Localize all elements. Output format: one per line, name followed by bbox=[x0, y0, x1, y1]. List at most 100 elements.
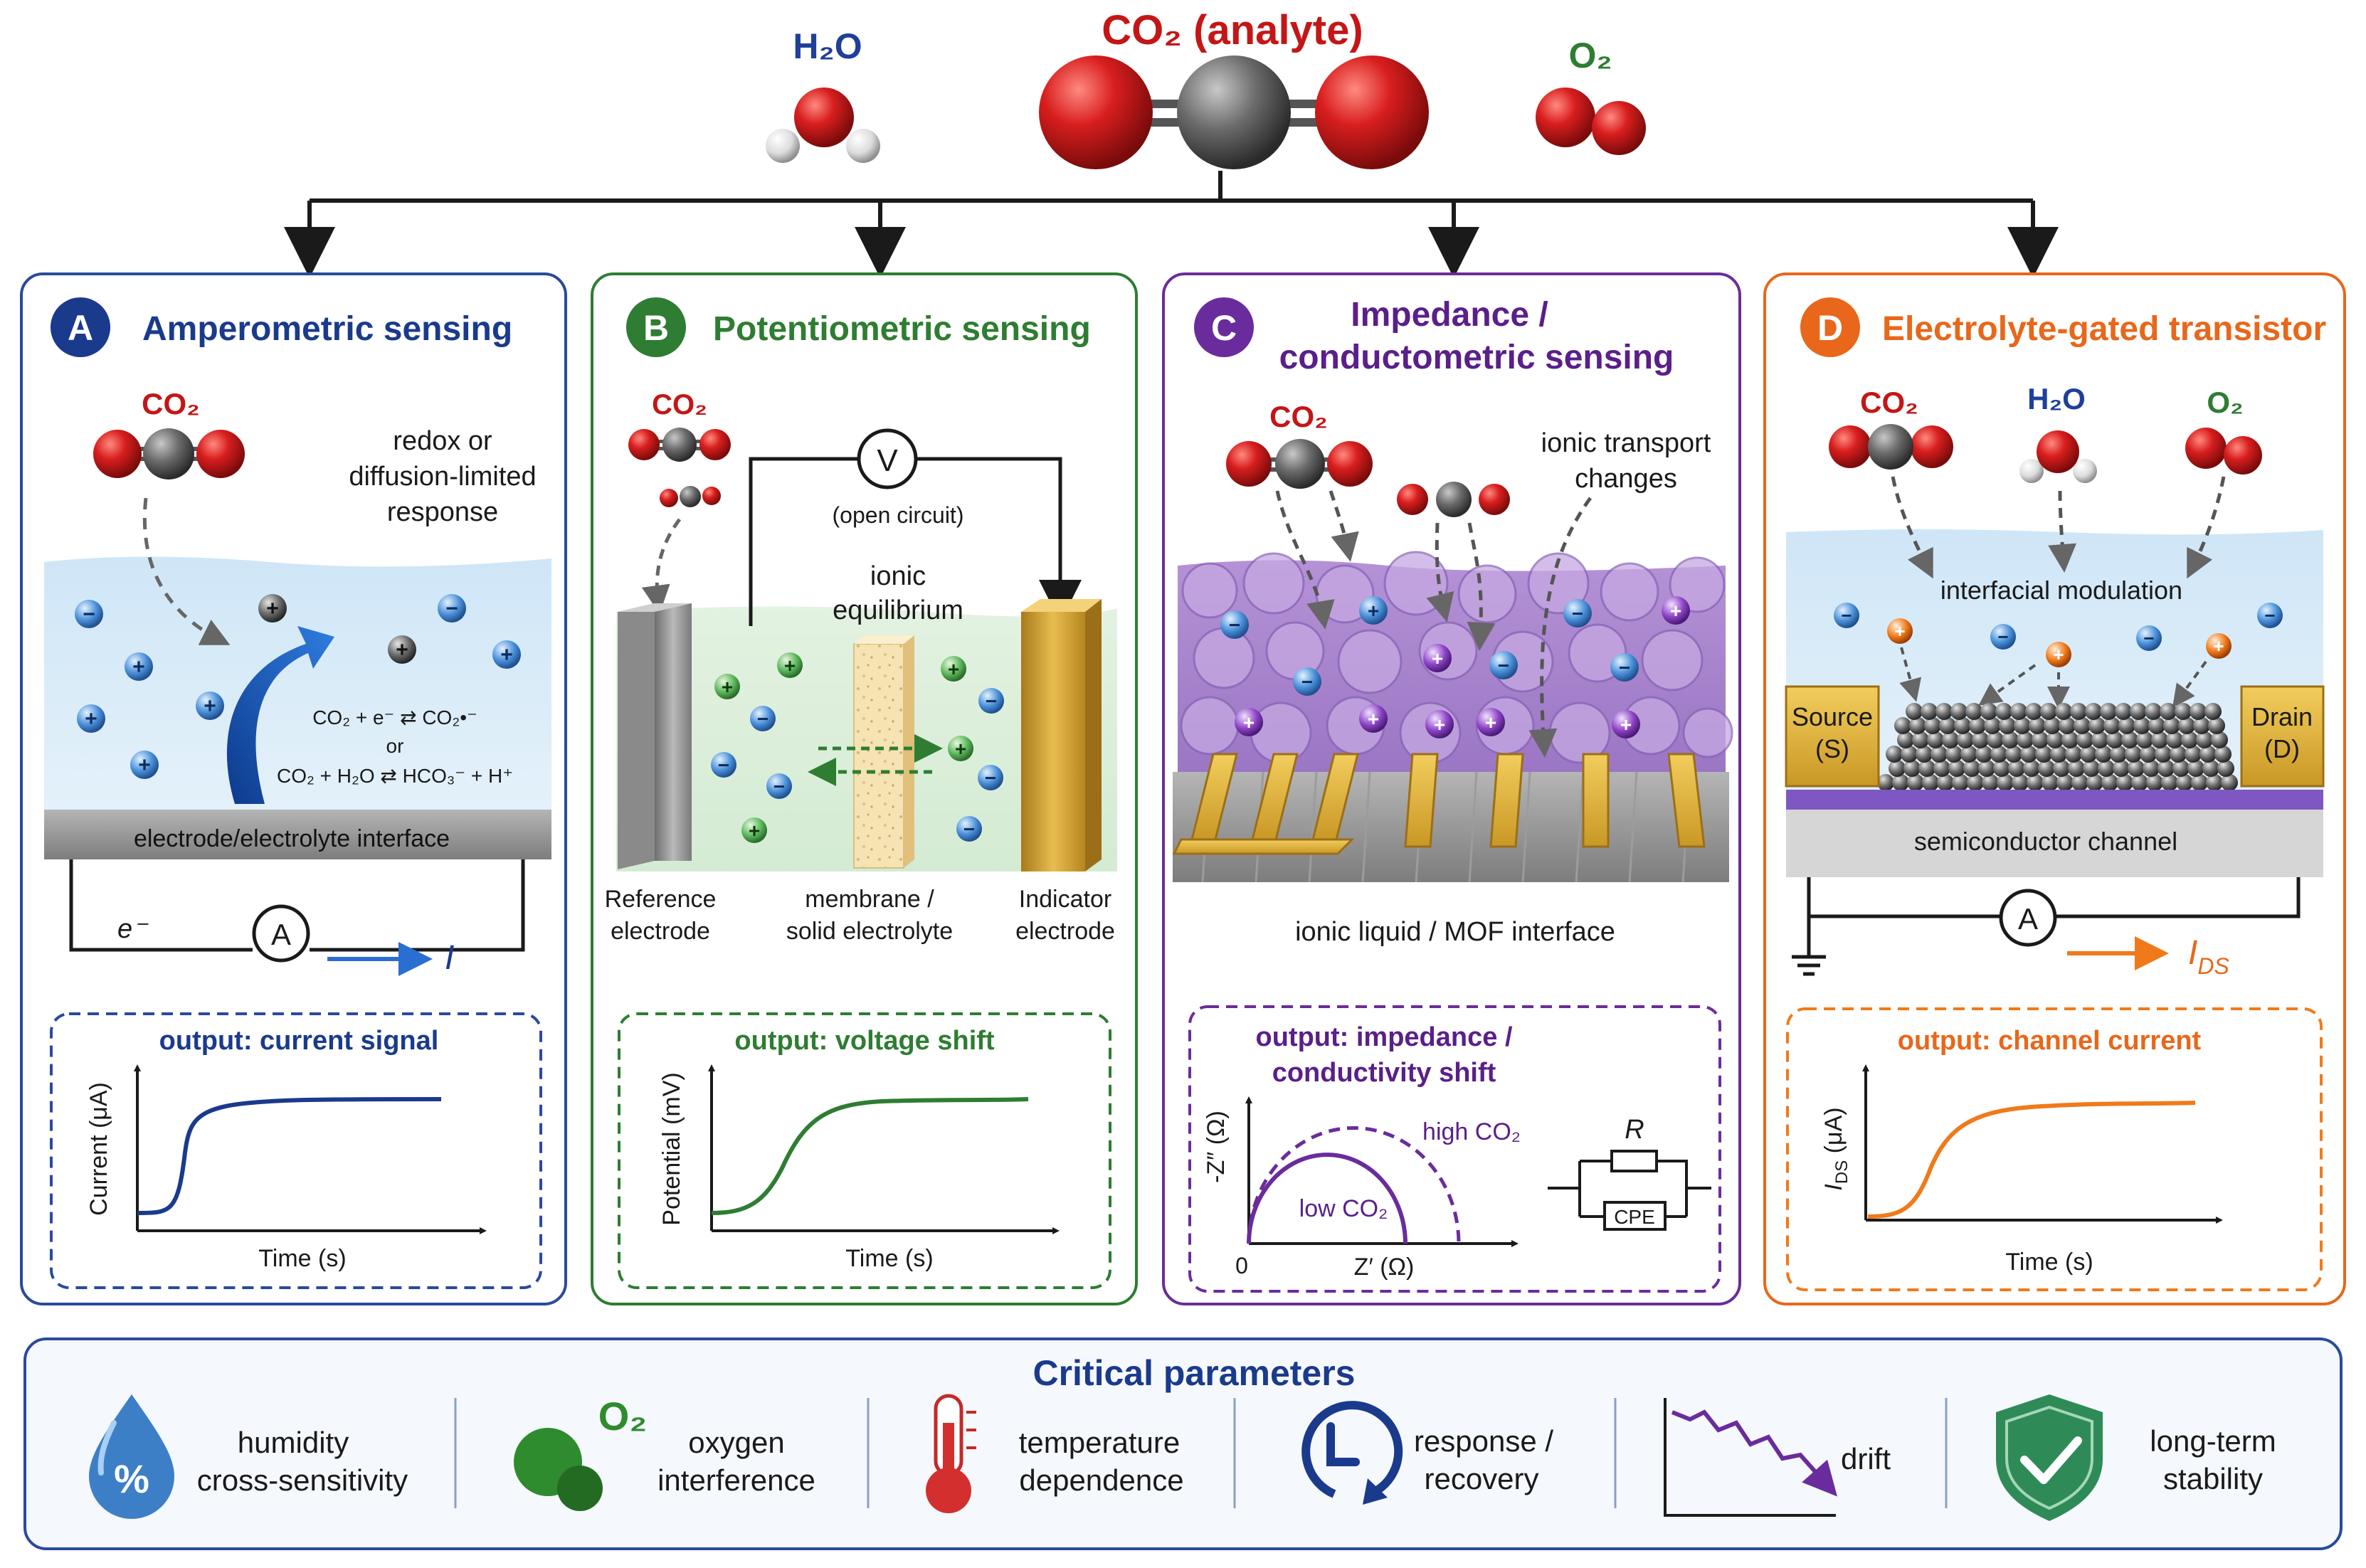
channel-particle bbox=[1927, 731, 1944, 748]
channel-particle bbox=[2038, 760, 2055, 777]
channel-particle bbox=[1945, 746, 1963, 763]
channel-particle bbox=[2206, 774, 2223, 791]
channel-particle bbox=[2068, 760, 2085, 777]
panel-a-electron-transfer-arrow bbox=[226, 626, 334, 804]
panel-d-ions: − + − + − + − bbox=[1834, 603, 2283, 667]
top-h2o-label: H₂O bbox=[793, 26, 862, 66]
channel-particle bbox=[1948, 760, 1965, 777]
channel-particle bbox=[2010, 703, 2027, 720]
svg-text:−: − bbox=[1841, 605, 1852, 626]
channel-particle bbox=[2044, 717, 2061, 734]
svg-text:electrode: electrode bbox=[611, 918, 710, 945]
panel-c-ylabel: -Z″ (Ω) bbox=[1203, 1111, 1230, 1183]
channel-particle bbox=[1897, 731, 1914, 748]
channel-particle bbox=[2191, 774, 2208, 791]
panel-a-plot: Current (μA) Time (s) bbox=[85, 1064, 487, 1272]
svg-text:A: A bbox=[2018, 902, 2038, 936]
channel-particle bbox=[2160, 703, 2177, 720]
panel-a-badge: A bbox=[51, 297, 110, 357]
channel-particle bbox=[2023, 760, 2040, 777]
svg-text:+: + bbox=[1368, 600, 1379, 622]
svg-text:A: A bbox=[68, 308, 93, 348]
channel-particle bbox=[2158, 760, 2175, 777]
channel-particle bbox=[2091, 731, 2108, 748]
panel-c-diffusion-arrows bbox=[1275, 490, 1593, 758]
svg-text:Reference: Reference bbox=[605, 886, 717, 913]
panel-d-output-label: output: channel current bbox=[1898, 1026, 2202, 1056]
panel-d-xlabel: Time (s) bbox=[2005, 1249, 2093, 1276]
panel-d-gating-arrows bbox=[1899, 647, 2207, 709]
svg-text:Indicator: Indicator bbox=[1019, 886, 1111, 913]
svg-text:stability: stability bbox=[2163, 1462, 2263, 1495]
channel-particle bbox=[1901, 746, 1918, 763]
channel-particle bbox=[1967, 774, 1984, 791]
panel-d-channel-particles bbox=[1877, 703, 2238, 791]
svg-text:−: − bbox=[985, 767, 996, 789]
panel-d-response-curve bbox=[1867, 1101, 2196, 1219]
panel-d-title: Electrolyte-gated transistor bbox=[1882, 310, 2326, 348]
top-h2o: H₂O bbox=[766, 26, 880, 163]
svg-text:diffusion-limited: diffusion-limited bbox=[349, 462, 536, 492]
low-co2-label: low CO₂ bbox=[1299, 1195, 1388, 1222]
svg-text:D: D bbox=[1817, 308, 1843, 348]
svg-text:or: or bbox=[386, 735, 404, 757]
panel-d-channel-label: semiconductor channel bbox=[1914, 827, 2177, 856]
panel-c-mof-layer bbox=[1178, 551, 1733, 772]
panel-b-electrode-labels: Reference electrode membrane / solid ele… bbox=[605, 886, 1115, 945]
panel-b-badge: B bbox=[626, 297, 686, 357]
channel-particle bbox=[2143, 760, 2160, 777]
co2-molecule-small-icon bbox=[660, 486, 721, 507]
channel-particle bbox=[2196, 731, 2213, 748]
channel-particle bbox=[1952, 774, 1969, 791]
svg-text:+: + bbox=[1894, 620, 1905, 642]
channel-particle bbox=[2053, 760, 2070, 777]
channel-particle bbox=[1912, 731, 1929, 748]
channel-particle bbox=[2074, 717, 2091, 734]
indicator-electrode bbox=[1021, 599, 1102, 872]
channel-particle bbox=[2042, 774, 2059, 791]
channel-particle bbox=[1960, 746, 1977, 763]
panel-c-interface-label: ionic liquid / MOF interface bbox=[1295, 917, 1615, 947]
svg-text:equilibrium: equilibrium bbox=[833, 595, 963, 625]
svg-text:−: − bbox=[718, 754, 729, 776]
svg-text:−: − bbox=[1498, 655, 1509, 677]
svg-text:recovery: recovery bbox=[1424, 1462, 1538, 1495]
channel-particle bbox=[2133, 717, 2150, 734]
svg-text:+: + bbox=[132, 655, 145, 679]
ammeter-icon: A bbox=[1999, 889, 2057, 947]
water-molecule-icon bbox=[766, 88, 880, 163]
channel-particle bbox=[2151, 731, 2168, 748]
channel-particle bbox=[2121, 731, 2138, 748]
critical-item-humidity: % humidity cross-sensitivity bbox=[89, 1394, 408, 1519]
channel-particle bbox=[1907, 774, 1924, 791]
panel-c-origin: 0 bbox=[1235, 1253, 1248, 1278]
channel-particle bbox=[2204, 703, 2222, 720]
channel-particle bbox=[2101, 774, 2118, 791]
co2-molecule-icon bbox=[1226, 439, 1373, 489]
svg-text:−: − bbox=[83, 603, 95, 626]
channel-particle bbox=[1933, 760, 1950, 777]
svg-text:+: + bbox=[1243, 711, 1255, 733]
channel-particle bbox=[2061, 731, 2079, 748]
panel-d-co2-label: CO₂ bbox=[1860, 386, 1918, 419]
svg-text:−: − bbox=[1572, 603, 1583, 625]
source-electrode: Source (S) bbox=[1785, 685, 1880, 788]
panel-c-co2-label: CO₂ bbox=[1269, 400, 1328, 433]
critical-item-temperature: temperature dependence bbox=[926, 1394, 1184, 1513]
channel-particle bbox=[2128, 760, 2145, 777]
channel-particle bbox=[2166, 731, 2183, 748]
svg-text:cross-sensitivity: cross-sensitivity bbox=[197, 1463, 408, 1497]
channel-particle bbox=[1978, 760, 1995, 777]
top-co2: CO₂ (analyte) bbox=[1039, 7, 1429, 169]
panel-d-current-label: IDS bbox=[2188, 934, 2229, 979]
panel-a-electron-label: e⁻ bbox=[117, 914, 149, 944]
svg-text:−: − bbox=[963, 818, 975, 840]
svg-text:+: + bbox=[948, 658, 959, 680]
svg-text:CO₂ + e⁻ ⇄ CO₂•⁻: CO₂ + e⁻ ⇄ CO₂•⁻ bbox=[312, 706, 477, 729]
panel-a-interface-label: electrode/electrolyte interface bbox=[134, 825, 450, 852]
panel-c-title: Impedance / conductometric sensing bbox=[1279, 296, 1674, 376]
panel-d-badge: D bbox=[1800, 297, 1860, 357]
svg-text:%: % bbox=[114, 1456, 149, 1501]
co2-molecule-icon bbox=[93, 428, 245, 480]
channel-particle bbox=[1954, 717, 1971, 734]
